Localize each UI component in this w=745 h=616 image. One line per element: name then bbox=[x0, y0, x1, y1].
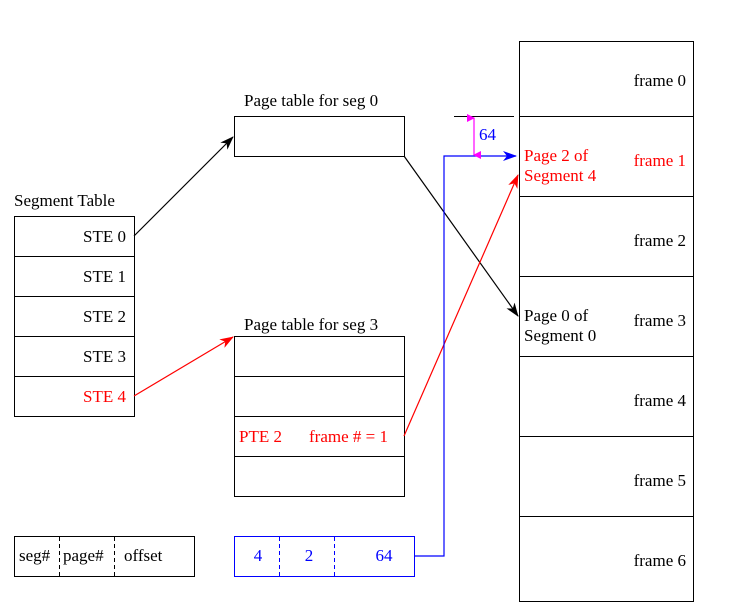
arrow-ste4-to-pt3 bbox=[133, 336, 234, 397]
frame-3-note-line1: Page 0 of bbox=[524, 306, 589, 325]
ste-4: STE 4 bbox=[83, 387, 126, 406]
frame-1-note-line2: Segment 4 bbox=[524, 166, 597, 185]
frame-5-label: frame 5 bbox=[634, 471, 686, 490]
field-offset: offset bbox=[124, 546, 163, 565]
frame-3-label: frame 3 bbox=[634, 311, 686, 330]
frame-0-label: frame 0 bbox=[634, 71, 686, 90]
page-table-seg3: Page table for seg 3 PTE 2 frame # = 1 bbox=[234, 315, 405, 497]
arrow-pt0-to-frame3 bbox=[403, 155, 519, 317]
example-offset: 64 bbox=[376, 546, 394, 565]
ste-3: STE 3 bbox=[83, 347, 126, 366]
page-table-seg0-title: Page table for seg 0 bbox=[244, 91, 378, 110]
arrow-ste0-to-pt0 bbox=[133, 136, 234, 237]
address-example: 4 2 64 bbox=[234, 536, 415, 577]
field-seg: seg# bbox=[19, 546, 51, 565]
page-table-seg3-title: Page table for seg 3 bbox=[244, 315, 378, 334]
example-seg: 4 bbox=[254, 546, 263, 565]
frame-3-note-line2: Segment 0 bbox=[524, 326, 596, 345]
ste-0: STE 0 bbox=[83, 227, 126, 246]
frame-4-label: frame 4 bbox=[634, 391, 687, 410]
arrow-pte2-to-frame1 bbox=[403, 174, 519, 437]
page-table-seg0: Page table for seg 0 bbox=[234, 91, 405, 157]
pte-2-frame: frame # = 1 bbox=[309, 427, 388, 446]
pte-2-label: PTE 2 bbox=[239, 427, 282, 446]
ste-1: STE 1 bbox=[83, 267, 126, 286]
ste-2: STE 2 bbox=[83, 307, 126, 326]
frame-1-note-line1: Page 2 of bbox=[524, 146, 589, 165]
frame-2-label: frame 2 bbox=[634, 231, 686, 250]
frame-6-label: frame 6 bbox=[634, 551, 686, 570]
frame-1-label: frame 1 bbox=[634, 151, 686, 170]
physical-memory: frame 0 frame 1 Page 2 of Segment 4 fram… bbox=[519, 41, 694, 602]
address-format: seg# page# offset bbox=[14, 536, 195, 577]
offset-value-label: 64 bbox=[479, 125, 497, 144]
segment-table: Segment Table STE 0 STE 1 STE 2 STE 3 ST… bbox=[14, 191, 135, 417]
field-page: page# bbox=[63, 546, 104, 565]
segment-table-title: Segment Table bbox=[14, 191, 115, 210]
example-page: 2 bbox=[305, 546, 314, 565]
